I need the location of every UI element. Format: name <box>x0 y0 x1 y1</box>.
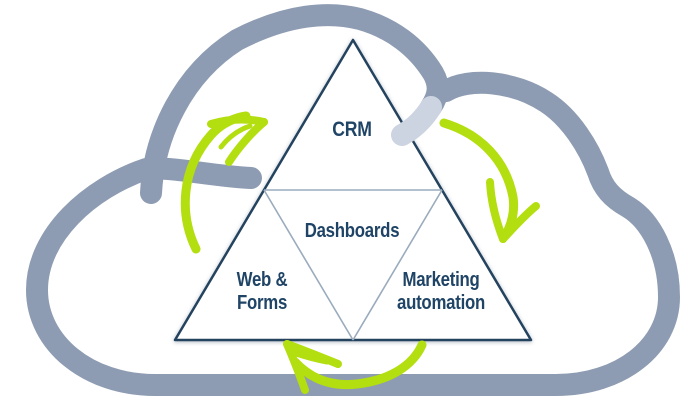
pyramid <box>173 38 533 342</box>
cycle-arrows <box>180 111 540 394</box>
cloud-icon <box>26 4 680 396</box>
cycle-arrow-left-icon <box>283 340 427 394</box>
pyramid-label-dashboards: Dashboards <box>304 220 400 242</box>
cloud-stroke-end-light <box>391 96 442 146</box>
pyramid-label-marketing-line1: Marketing <box>402 269 480 291</box>
pyramid-label-web-forms: Web & Forms <box>203 269 321 315</box>
cloud-outline-path <box>26 71 680 396</box>
cycle-arrow-up-icon <box>180 111 268 254</box>
pyramid-label-web-forms-line1: Web & <box>236 269 288 291</box>
cloud-hump-path <box>140 4 449 204</box>
pyramid-label-marketing-line2: automation <box>396 292 486 314</box>
pyramid-divider-left <box>263 189 354 341</box>
pyramid-label-crm: CRM <box>332 118 372 141</box>
cycle-arrow-down-icon <box>439 118 540 243</box>
pyramid-label-web-forms-line2: Forms <box>236 292 288 314</box>
pyramid-label-marketing-automation: Marketing automation <box>382 269 500 315</box>
pyramid-divider-right <box>352 189 443 341</box>
